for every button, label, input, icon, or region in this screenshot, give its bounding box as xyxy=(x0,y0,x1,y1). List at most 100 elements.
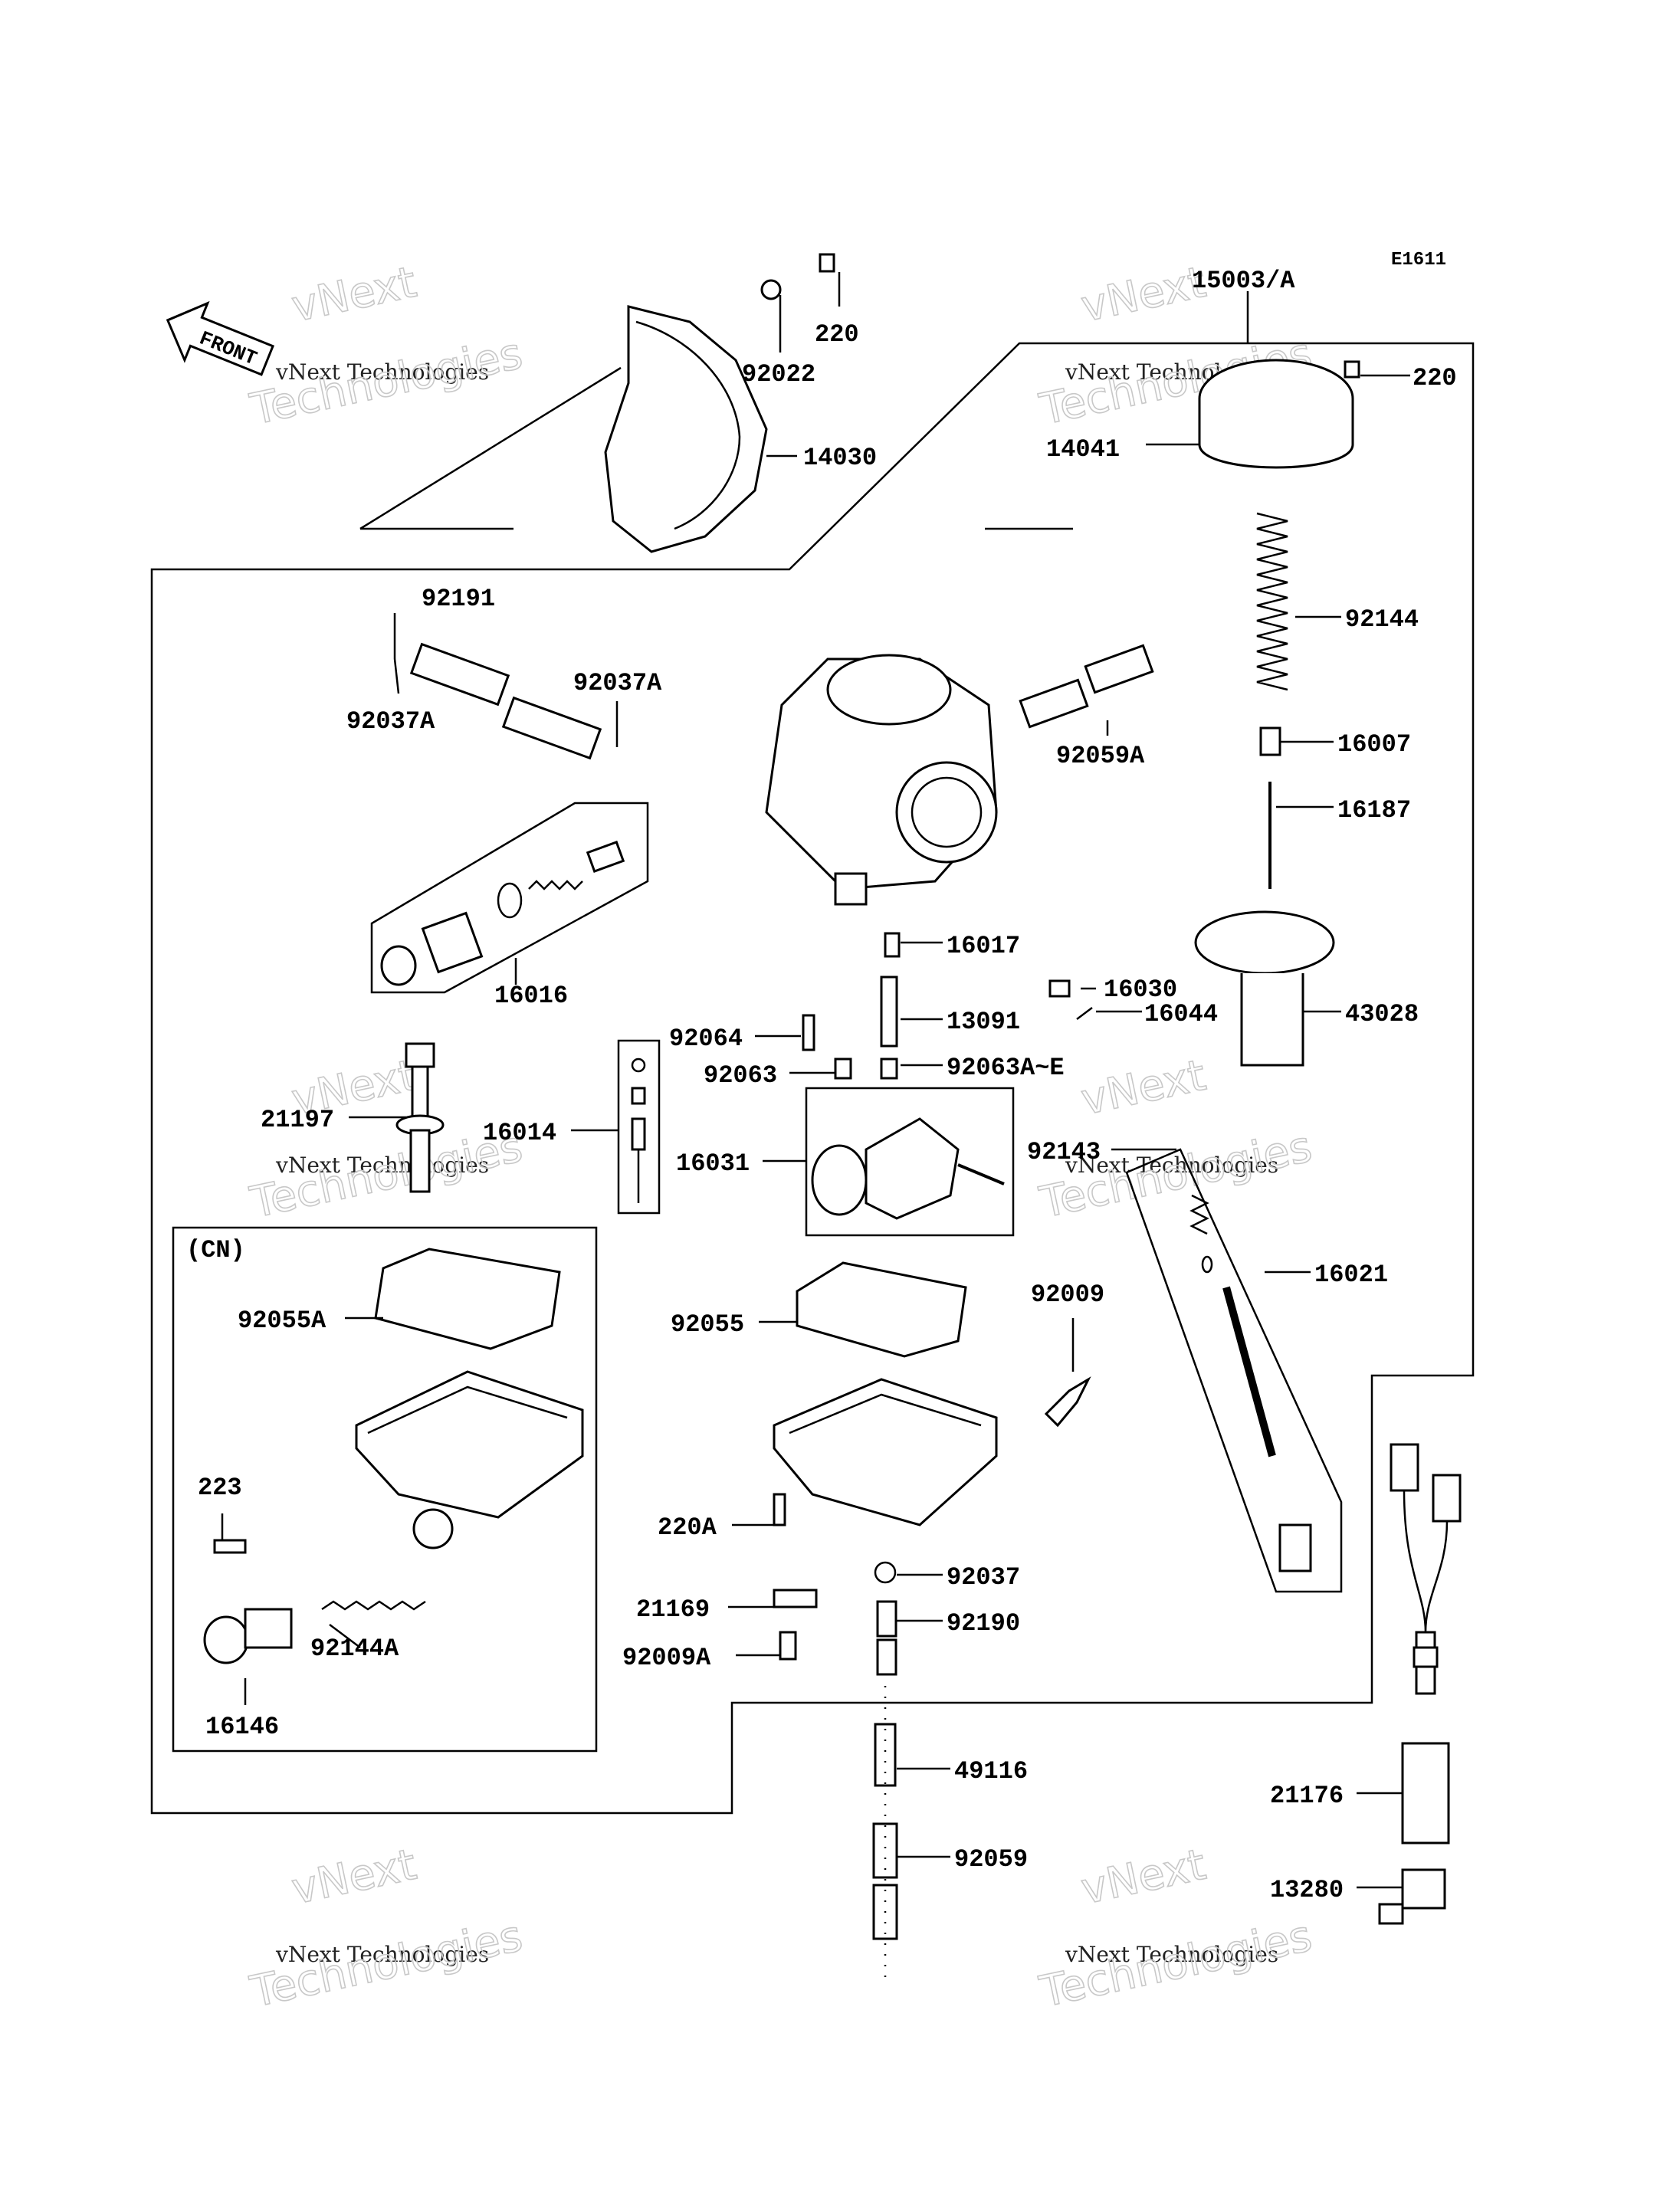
screw-92009a-part xyxy=(779,1631,797,1661)
tube-92190-upper-part xyxy=(876,1600,897,1638)
callout-16031: 16031 xyxy=(676,1149,750,1178)
callout-21169: 21169 xyxy=(636,1595,710,1624)
screw-220a-part xyxy=(773,1493,786,1526)
pilot-screw-body-part xyxy=(421,911,484,974)
callout-16146: 16146 xyxy=(205,1713,279,1741)
cn-variant-box xyxy=(172,1226,598,1753)
float-bowl-cn-part xyxy=(355,1370,584,1549)
pilot-screw-part xyxy=(586,841,625,873)
watermark-company: vNext Technologies xyxy=(275,1153,489,1178)
starter-plunger-part xyxy=(395,1042,445,1193)
callout-92063a-e: 92063A~E xyxy=(947,1054,1065,1082)
callout-21197: 21197 xyxy=(261,1106,334,1134)
callout-220-top: 220 xyxy=(815,320,859,349)
callout-13280: 13280 xyxy=(1270,1876,1344,1904)
pilot-screw-group-box xyxy=(370,802,649,994)
watermark-company: vNext Technologies xyxy=(275,359,489,385)
watermark-company: vNext Technologies xyxy=(275,1942,489,1967)
needle-spring-part xyxy=(1189,1194,1209,1235)
hose-92059a-part xyxy=(1019,678,1089,729)
pilot-oring-part xyxy=(497,882,523,919)
watermark-bottom-left: vNext vNext Technologies Technologies xyxy=(245,1839,527,2018)
callout-92059a: 92059A xyxy=(1056,742,1145,770)
callout-13091: 13091 xyxy=(947,1008,1020,1036)
oring-92037-part xyxy=(874,1561,897,1584)
hose-92191-lower-part xyxy=(501,696,602,760)
throttle-shaft-part xyxy=(957,1163,1005,1185)
top-cover-rim xyxy=(635,320,741,530)
sensor-13280-part xyxy=(1378,1868,1446,1925)
needle-knob-part xyxy=(1278,1523,1312,1572)
jet-92063a-part xyxy=(880,1058,898,1080)
watermark-tech: Technologies xyxy=(246,1911,527,2018)
clip-16044-part xyxy=(1076,1007,1093,1020)
watermark-bottom-right: vNext vNext Technologies Technologies xyxy=(1035,1839,1317,2018)
callout-92037: 92037 xyxy=(947,1563,1020,1592)
callout-92191: 92191 xyxy=(422,585,495,613)
washer-92022-part xyxy=(760,279,782,300)
callout-labels: 15003/A 220 92022 220 14030 14041 92191 … xyxy=(198,267,1457,1904)
callout-21176: 21176 xyxy=(1270,1782,1344,1810)
callout-92037a-left: 92037A xyxy=(346,707,435,736)
callout-220a: 220A xyxy=(658,1513,717,1542)
callout-92055a: 92055A xyxy=(238,1307,326,1335)
callout-49116: 49116 xyxy=(954,1757,1028,1785)
watermark-company: vNext Technologies xyxy=(1065,1942,1278,1967)
callout-43028: 43028 xyxy=(1345,1000,1419,1028)
callout-16021: 16021 xyxy=(1314,1261,1388,1289)
callout-92059: 92059 xyxy=(954,1845,1028,1874)
jet-washer-part xyxy=(631,1087,646,1105)
callout-92009: 92009 xyxy=(1031,1280,1104,1309)
callout-92009a: 92009A xyxy=(622,1644,711,1672)
gasket-92055-part xyxy=(796,1261,967,1358)
float-bowl-part xyxy=(773,1378,998,1526)
callout-92064: 92064 xyxy=(669,1025,743,1053)
callout-92022: 92022 xyxy=(742,360,815,389)
callout-16017: 16017 xyxy=(947,932,1020,960)
needle-clip-part xyxy=(1201,1255,1213,1274)
callout-92144: 92144 xyxy=(1345,605,1419,634)
wiring-harness-part xyxy=(1390,1443,1462,1844)
watermark-top-left: vNext vNext Technologies Technologies xyxy=(245,257,527,435)
callout-16016: 16016 xyxy=(494,982,568,1010)
fitting-49116-part xyxy=(874,1723,897,1787)
callout-15003-a: 15003/A xyxy=(1192,267,1295,295)
callout-92037a-right: 92037A xyxy=(573,669,662,697)
watermark-brand: vNext xyxy=(1077,1051,1210,1126)
bracket-21169-part xyxy=(773,1589,818,1608)
callout-16030: 16030 xyxy=(1104,976,1177,1004)
pilot-screw-cap-part xyxy=(380,945,417,986)
needle-group-box xyxy=(1125,1148,1343,1593)
jet-group-box xyxy=(617,1039,661,1215)
pilot-spring-part xyxy=(528,880,583,890)
jet-oring-part xyxy=(631,1058,646,1073)
top-cap-body xyxy=(1198,398,1354,469)
callout-92055: 92055 xyxy=(671,1310,744,1339)
callout-92144a: 92144A xyxy=(310,1635,399,1663)
diaphragm-part xyxy=(1194,910,1335,975)
throttle-tube-part xyxy=(811,1144,868,1216)
callout-92063: 92063 xyxy=(704,1061,777,1090)
callout-16187: 16187 xyxy=(1337,796,1411,825)
throttle-valve-part xyxy=(865,1117,960,1220)
callout-220-right: 220 xyxy=(1413,364,1457,392)
watermark-brand: vNext xyxy=(1077,257,1210,333)
spring-92144a-part xyxy=(321,1600,426,1611)
watermark-brand: vNext xyxy=(287,257,421,333)
callout-92190: 92190 xyxy=(947,1609,1020,1638)
callout-14041: 14041 xyxy=(1046,435,1120,464)
callout-92143: 92143 xyxy=(1027,1138,1101,1166)
watermark-tech: Technologies xyxy=(246,329,527,435)
gasket-92055a-part xyxy=(374,1248,561,1350)
main-assembly-boundary xyxy=(150,342,1475,1815)
needle-shaft-part xyxy=(1222,1286,1276,1458)
float-valve-16030-part xyxy=(1048,979,1071,998)
front-arrow-icon: FRONT xyxy=(166,300,275,376)
callout-16007: 16007 xyxy=(1337,730,1411,759)
top-cover-part xyxy=(604,305,768,553)
screw-92009-part xyxy=(1044,1376,1091,1428)
callout-223: 223 xyxy=(198,1474,242,1502)
screw-220-right-part xyxy=(1344,360,1360,379)
cover-group-outline xyxy=(359,366,622,530)
